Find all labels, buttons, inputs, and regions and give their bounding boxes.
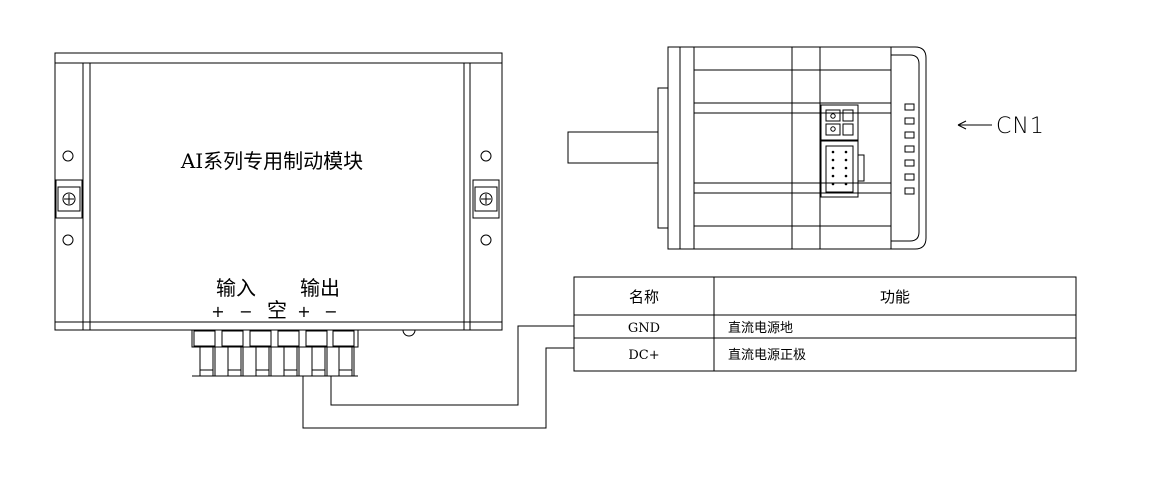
screw-icon xyxy=(479,192,493,206)
empty-terminal-label: 空 xyxy=(267,298,287,322)
motor-flange xyxy=(667,46,695,250)
screw-clamp-right xyxy=(472,179,500,219)
terminal-2 xyxy=(221,330,244,376)
table-cell-dcplus-function: 直流电源正极 xyxy=(728,348,806,363)
table-cell-gnd-name: GND xyxy=(628,321,660,336)
brake-module xyxy=(54,52,503,377)
module-labels: AI系列专用制动模块 输入 输出 空 + − + − xyxy=(180,149,363,322)
module-title: AI系列专用制动模块 xyxy=(180,149,363,173)
terminal-3 xyxy=(249,330,272,376)
input-label: 输入 xyxy=(216,276,256,300)
cn1-arrow-icon xyxy=(957,120,992,130)
mount-hole-left-bottom xyxy=(62,234,74,246)
table-header-name: 名称 xyxy=(629,288,659,306)
cn1-connector xyxy=(820,140,865,198)
terminal-4 xyxy=(277,330,300,376)
wire-dc-plus xyxy=(302,347,574,429)
table-cell-gnd-function: 直流电源地 xyxy=(728,321,793,336)
encoder-cover xyxy=(891,46,927,250)
motor-boss xyxy=(657,87,669,229)
output-minus-label: − xyxy=(324,302,337,321)
input-plus-label: + xyxy=(211,302,224,321)
terminal-5 xyxy=(305,330,328,376)
module-body-panel xyxy=(89,62,465,331)
module-outer-frame xyxy=(54,52,503,331)
wire-gnd xyxy=(330,325,574,406)
power-connector xyxy=(820,104,859,141)
terminal-block-top xyxy=(191,329,359,348)
output-label: 输出 xyxy=(300,276,340,300)
function-table-text: 名称 功能 GND 直流电源地 DC+ 直流电源正极 xyxy=(628,288,910,363)
mount-hole-right-top xyxy=(480,150,492,162)
screw-clamp-left xyxy=(55,179,83,219)
screw-icon xyxy=(62,192,76,206)
output-plus-label: + xyxy=(297,302,310,321)
module-knob xyxy=(402,329,416,337)
servo-motor xyxy=(567,46,992,250)
encoder-fins xyxy=(904,103,915,195)
function-table xyxy=(573,276,1077,372)
terminal-block xyxy=(191,329,359,377)
cn1-label: CN1 xyxy=(996,114,1045,139)
table-header-function: 功能 xyxy=(880,288,910,306)
mount-hole-left-top xyxy=(62,150,74,162)
input-minus-label: − xyxy=(239,302,252,321)
terminal-6 xyxy=(332,330,355,376)
wires xyxy=(302,325,574,429)
terminal-1 xyxy=(193,330,216,376)
table-cell-dcplus-name: DC+ xyxy=(628,348,659,363)
mount-hole-right-bottom xyxy=(480,234,492,246)
motor-shaft xyxy=(567,131,659,164)
